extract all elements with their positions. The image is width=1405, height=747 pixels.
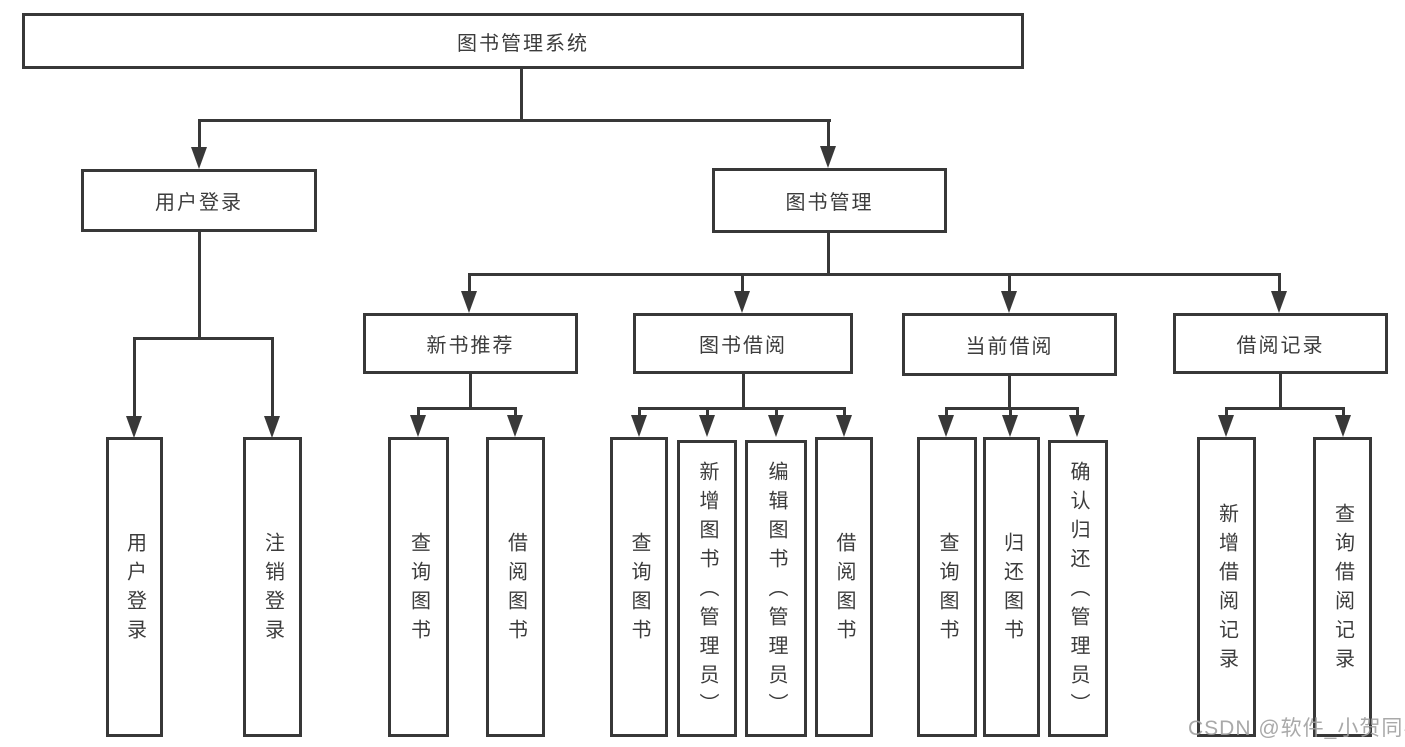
connector-line <box>1278 273 1281 293</box>
leaf-confirm-return-admin: 确认归还（管理员） <box>1048 440 1108 737</box>
arrow-down-icon <box>410 415 426 437</box>
connector-line <box>469 374 472 410</box>
connector-line <box>520 69 523 121</box>
connector-line <box>1009 407 1012 417</box>
connector-line <box>1225 407 1228 417</box>
connector-line <box>271 337 274 418</box>
arrow-down-icon <box>938 415 954 437</box>
connector-line <box>198 119 201 149</box>
leaf-borrow-books-2: 借阅图书 <box>815 437 873 737</box>
arrow-down-icon <box>461 291 477 313</box>
connector-line <box>417 407 420 417</box>
connector-line <box>827 119 830 148</box>
connector-line <box>133 337 136 418</box>
connector-line <box>638 407 641 417</box>
connector-line <box>638 407 846 410</box>
connector-line <box>1008 273 1011 293</box>
arrow-down-icon <box>1001 291 1017 313</box>
leaf-logout: 注销登录 <box>243 437 302 737</box>
connector-line <box>514 407 517 417</box>
connector-line <box>945 407 1079 410</box>
connector-line <box>706 407 709 417</box>
connector-line <box>945 407 948 417</box>
arrow-down-icon <box>734 291 750 313</box>
leaf-add-book-admin: 新增图书（管理员） <box>677 440 737 737</box>
leaf-add-borrow-record: 新增借阅记录 <box>1197 437 1256 737</box>
leaf-user-login: 用户登录 <box>106 437 163 737</box>
connector-line <box>468 273 1281 276</box>
connector-line <box>1076 407 1079 417</box>
node-book-borrow: 图书借阅 <box>633 313 853 374</box>
connector-line <box>1225 407 1345 410</box>
arrow-down-icon <box>1002 415 1018 437</box>
connector-line <box>843 407 846 417</box>
arrow-down-icon <box>820 146 836 168</box>
node-borrow-records: 借阅记录 <box>1173 313 1388 374</box>
connector-line <box>1279 374 1282 410</box>
arrow-down-icon <box>1271 291 1287 313</box>
arrow-down-icon <box>1069 415 1085 437</box>
leaf-query-borrow-record: 查询借阅记录 <box>1313 437 1372 737</box>
leaf-query-books-1: 查询图书 <box>388 437 449 737</box>
connector-line <box>742 374 745 410</box>
leaf-query-books-3: 查询图书 <box>917 437 977 737</box>
connector-line <box>468 273 471 293</box>
connector-line <box>417 407 517 410</box>
arrow-down-icon <box>836 415 852 437</box>
leaf-edit-book-admin: 编辑图书（管理员） <box>745 440 807 737</box>
connector-line <box>775 407 778 417</box>
leaf-return-book: 归还图书 <box>983 437 1040 737</box>
node-current-borrow: 当前借阅 <box>902 313 1117 376</box>
node-user-login: 用户登录 <box>81 169 317 232</box>
arrow-down-icon <box>126 416 142 438</box>
arrow-down-icon <box>264 416 280 438</box>
leaf-borrow-books-1: 借阅图书 <box>486 437 545 737</box>
arrow-down-icon <box>768 415 784 437</box>
node-root: 图书管理系统 <box>22 13 1024 69</box>
csdn-watermark: CSDN @软件_小贺同学 <box>1188 717 1405 740</box>
arrow-down-icon <box>1335 415 1351 437</box>
node-new-book-recommend: 新书推荐 <box>363 313 578 374</box>
connector-line <box>1342 407 1345 417</box>
arrow-down-icon <box>1218 415 1234 437</box>
arrow-down-icon <box>191 147 207 169</box>
connector-line <box>133 337 273 340</box>
arrow-down-icon <box>507 415 523 437</box>
connector-line <box>198 232 201 340</box>
connector-line <box>1008 376 1011 410</box>
leaf-query-books-2: 查询图书 <box>610 437 668 737</box>
arrow-down-icon <box>631 415 647 437</box>
connector-line <box>741 273 744 293</box>
connector-line <box>198 119 831 122</box>
arrow-down-icon <box>699 415 715 437</box>
connector-line <box>827 233 830 276</box>
node-book-management: 图书管理 <box>712 168 947 233</box>
